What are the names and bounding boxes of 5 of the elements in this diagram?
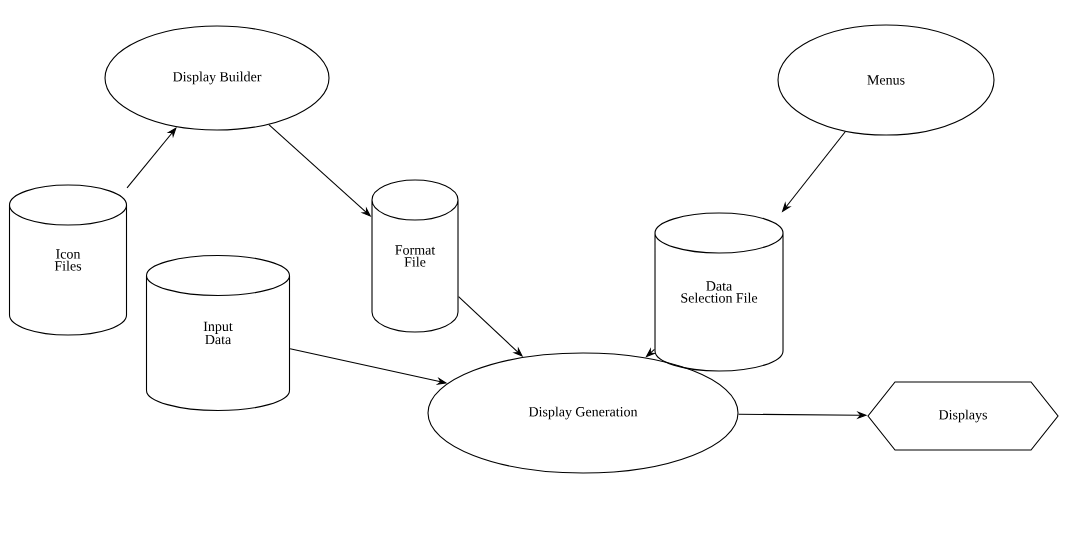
database-cylinder: Icon Files	[8, 184, 128, 336]
database-cylinder: Input Data	[145, 254, 291, 412]
database-cylinder: Data Selection File	[654, 212, 784, 372]
arrow	[126, 127, 177, 189]
database-cylinder: Format File	[371, 179, 459, 333]
